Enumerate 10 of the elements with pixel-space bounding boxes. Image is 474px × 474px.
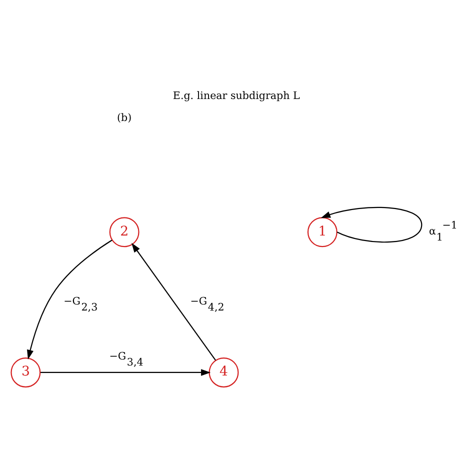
label: (b) [116, 111, 132, 124]
node-circle: 1 [307, 216, 338, 247]
arrow [26, 239, 112, 359]
diagram-title: E.g. linear subdigraph L [172, 90, 300, 102]
node-circle: 3 [10, 356, 41, 387]
arrow [40, 368, 211, 376]
node-circle: 2 [109, 216, 140, 247]
arrow [132, 242, 216, 360]
arrow [320, 206, 422, 242]
node-circle: 4 [208, 356, 239, 387]
